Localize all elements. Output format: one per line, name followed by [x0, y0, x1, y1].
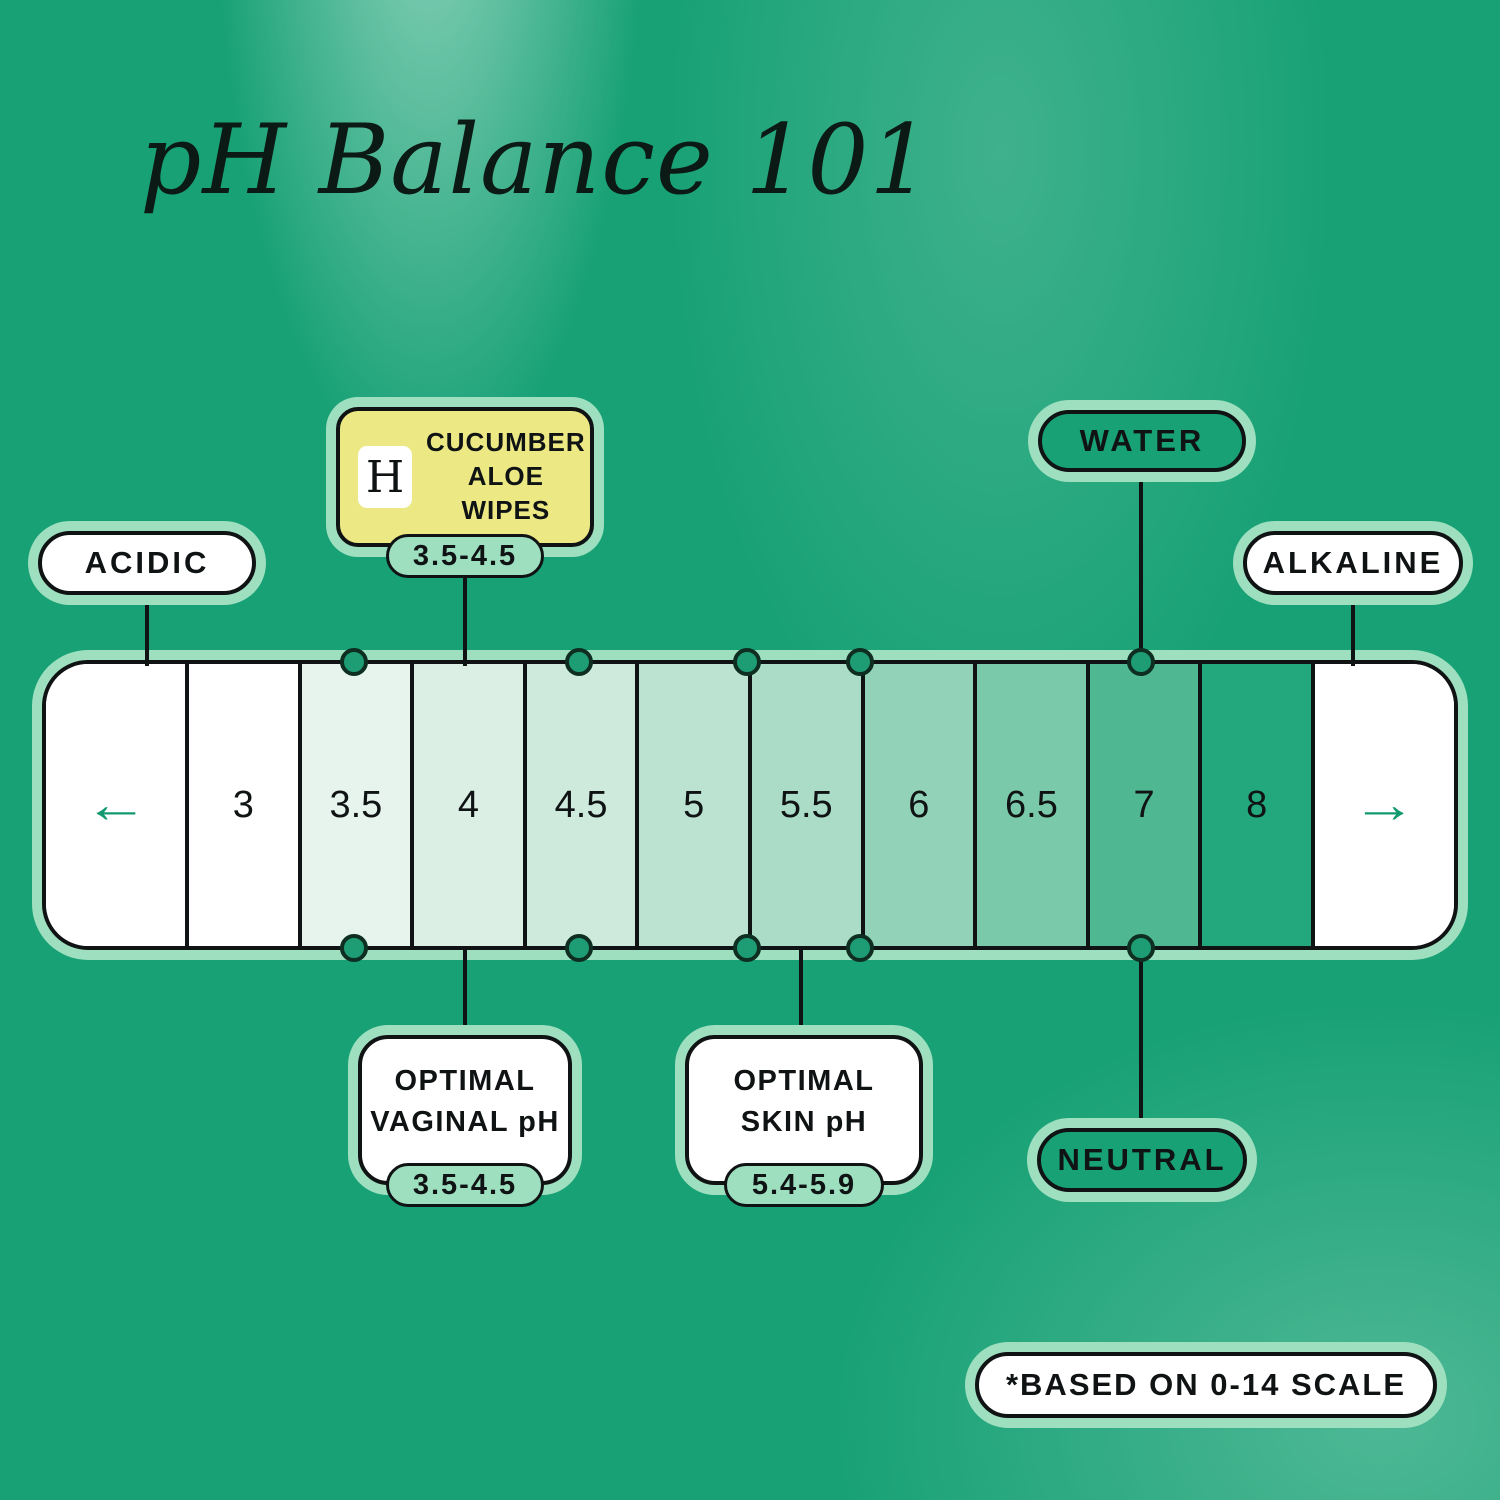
scale-note: *BASED ON 0-14 SCALE: [1005, 1367, 1407, 1402]
ph-cell-0: 3: [185, 664, 298, 946]
dot-top-skin-high: [846, 648, 874, 676]
ph-scale-bar: ← 3 3.5 4 4.5 5 5.5 6 6.5 7 8 →: [42, 660, 1458, 950]
ph-cell-8: 7: [1085, 664, 1199, 946]
vaginal-ph-range: 3.5-4.5: [412, 1168, 518, 1201]
acidic-label-pill: ACIDIC: [38, 531, 256, 595]
alkaline-connector-line: [1351, 590, 1355, 666]
skin-ph-callout: OPTIMAL SKIN pH: [685, 1035, 923, 1185]
product-card: H CUCUMBER ALOE WIPES: [336, 407, 594, 547]
water-connector-line: [1139, 465, 1143, 667]
neutral-label-pill: NEUTRAL: [1037, 1128, 1247, 1192]
ph-cell-4: 5: [635, 664, 748, 946]
alkaline-label-pill: ALKALINE: [1243, 531, 1463, 595]
scale-arrow-left: ←: [46, 664, 185, 946]
dot-bottom-skin-high: [846, 934, 874, 962]
skin-ph-range: 5.4-5.9: [751, 1168, 857, 1201]
vaginal-callout-line1: OPTIMAL: [394, 1065, 536, 1098]
brand-logo: H: [358, 446, 412, 508]
ph-cell-2: 4: [410, 664, 523, 946]
acidic-connector-line: [145, 590, 149, 666]
dot-top-skin-low: [733, 648, 761, 676]
ph-cell-3: 4.5: [522, 664, 636, 946]
vaginal-ph-range-pill: 3.5-4.5: [386, 1163, 544, 1207]
product-name-line2: ALOE WIPES: [461, 461, 551, 525]
dot-bottom-skin-low: [733, 934, 761, 962]
dot-top-wipes-low: [340, 648, 368, 676]
alkaline-label: ALKALINE: [1262, 545, 1444, 580]
skin-ph-range-pill: 5.4-5.9: [724, 1163, 884, 1207]
product-name-line1: CUCUMBER: [426, 427, 586, 458]
wipes-connector-line: [463, 540, 467, 666]
water-label: WATER: [1079, 423, 1205, 458]
ph-cell-1: 3.5: [297, 664, 411, 946]
vaginal-connector-line: [463, 946, 467, 1042]
skin-callout-line2: SKIN pH: [740, 1106, 868, 1138]
dot-bottom-vaginal-high: [565, 934, 593, 962]
left-arrow-icon: ←: [83, 776, 148, 834]
ph-cell-5: 5.5: [747, 664, 861, 946]
dot-top-water: [1127, 648, 1155, 676]
scale-note-pill: *BASED ON 0-14 SCALE: [975, 1352, 1437, 1418]
brand-logo-letter: H: [365, 451, 405, 503]
neutral-connector-line: [1139, 946, 1143, 1136]
scale-arrow-right: →: [1310, 664, 1454, 946]
ph-cell-6: 6: [860, 664, 974, 946]
ph-cell-9: 8: [1198, 664, 1311, 946]
acidic-label: ACIDIC: [84, 545, 210, 580]
right-arrow-icon: →: [1351, 776, 1417, 834]
product-name: CUCUMBER ALOE WIPES: [426, 426, 586, 527]
page-title: pH Balance 101: [140, 104, 932, 216]
vaginal-ph-callout: OPTIMAL VAGINAL pH: [358, 1035, 572, 1185]
neutral-label: NEUTRAL: [1057, 1142, 1227, 1177]
vaginal-callout-line2: VAGINAL pH: [370, 1106, 560, 1138]
dot-bottom-neutral: [1127, 934, 1155, 962]
skin-connector-line: [799, 946, 803, 1042]
dot-top-wipes-high: [565, 648, 593, 676]
dot-bottom-vaginal-low: [340, 934, 368, 962]
product-ph-range: 3.5-4.5: [412, 539, 518, 572]
product-ph-range-pill: 3.5-4.5: [386, 534, 544, 578]
ph-cell-7: 6.5: [973, 664, 1086, 946]
water-label-pill: WATER: [1038, 410, 1246, 472]
skin-callout-line1: OPTIMAL: [733, 1065, 875, 1098]
